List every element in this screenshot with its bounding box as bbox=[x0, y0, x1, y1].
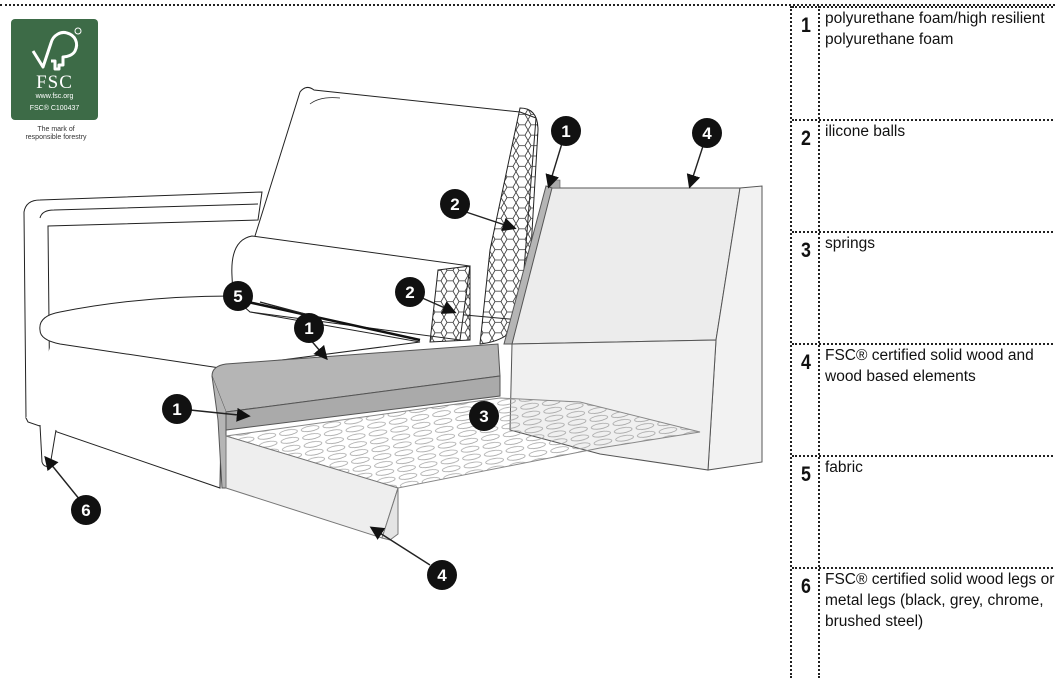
legend-row: 5 fabric bbox=[792, 455, 1055, 569]
svg-text:2: 2 bbox=[450, 195, 459, 214]
svg-text:1: 1 bbox=[304, 319, 313, 338]
legend-text: polyurethane foam/high resilient polyure… bbox=[825, 10, 1045, 48]
materials-legend: 1 polyurethane foam/high resilient polyu… bbox=[790, 6, 1055, 678]
fsc-tagline-line1: The mark of bbox=[37, 126, 75, 133]
callout-1-arm-foam: 1 bbox=[162, 394, 192, 424]
legend-text: FSC® certified solid wood and wood based… bbox=[825, 347, 1034, 385]
fsc-tagline: The mark of responsible forestry bbox=[8, 126, 104, 142]
callout-3-springs: 3 bbox=[469, 401, 499, 431]
legend-column-divider bbox=[818, 6, 820, 678]
svg-text:1: 1 bbox=[172, 400, 181, 419]
legend-row: 6 FSC® certified solid wood legs or meta… bbox=[792, 567, 1055, 680]
legend-row: 2 ilicone balls bbox=[792, 119, 1055, 233]
legend-row: 4 FSC® certified solid wood and wood bas… bbox=[792, 343, 1055, 457]
callout-5-fabric: 5 bbox=[223, 281, 253, 311]
svg-text:4: 4 bbox=[702, 124, 712, 143]
legend-number: 1 bbox=[801, 14, 811, 37]
callout-1-back-frame: 1 bbox=[551, 116, 581, 146]
legend-number: 4 bbox=[801, 351, 811, 374]
fsc-tree-check-icon bbox=[31, 27, 82, 71]
top-dotted-rule bbox=[0, 4, 1055, 6]
legend-row: 1 polyurethane foam/high resilient polyu… bbox=[792, 6, 1055, 121]
callout-6-leg: 6 bbox=[71, 495, 101, 525]
svg-text:1: 1 bbox=[561, 122, 570, 141]
svg-text:6: 6 bbox=[81, 501, 90, 520]
legend-number: 3 bbox=[801, 239, 811, 262]
svg-text:5: 5 bbox=[233, 287, 242, 306]
svg-text:3: 3 bbox=[479, 407, 488, 426]
legend-text: fabric bbox=[825, 459, 863, 476]
legend-number: 6 bbox=[801, 575, 811, 598]
fsc-logo: FSC www.fsc.org FSC® C100437 bbox=[11, 19, 98, 120]
callout-4-base-frame: 4 bbox=[427, 560, 457, 590]
fsc-url-text: www.fsc.org bbox=[35, 93, 74, 100]
fsc-brand-text: FSC bbox=[36, 72, 73, 93]
legend-number: 2 bbox=[801, 127, 811, 150]
legend-text: FSC® certified solid wood legs or metal … bbox=[825, 571, 1055, 630]
legend-text: ilicone balls bbox=[825, 123, 906, 140]
legend-text: springs bbox=[825, 235, 875, 252]
fsc-code-text: FSC® C100437 bbox=[29, 105, 80, 112]
svg-text:4: 4 bbox=[437, 566, 447, 585]
callout-arrows bbox=[44, 139, 705, 566]
callout-1-seat-foam: 1 bbox=[294, 313, 324, 343]
callout-4-side-frame: 4 bbox=[692, 118, 722, 148]
legend-row: 3 springs bbox=[792, 231, 1055, 345]
callout-2-back-cushion: 2 bbox=[440, 189, 470, 219]
callout-2-lumbar-cushion: 2 bbox=[395, 277, 425, 307]
svg-text:2: 2 bbox=[405, 283, 414, 302]
sofa-cutaway-illustration: 1 4 2 2 5 1 1 3 6 4 bbox=[23, 86, 763, 590]
legend-number: 5 bbox=[801, 463, 811, 486]
fsc-tagline-line2: responsible forestry bbox=[25, 134, 87, 141]
seat-foam bbox=[211, 343, 501, 413]
